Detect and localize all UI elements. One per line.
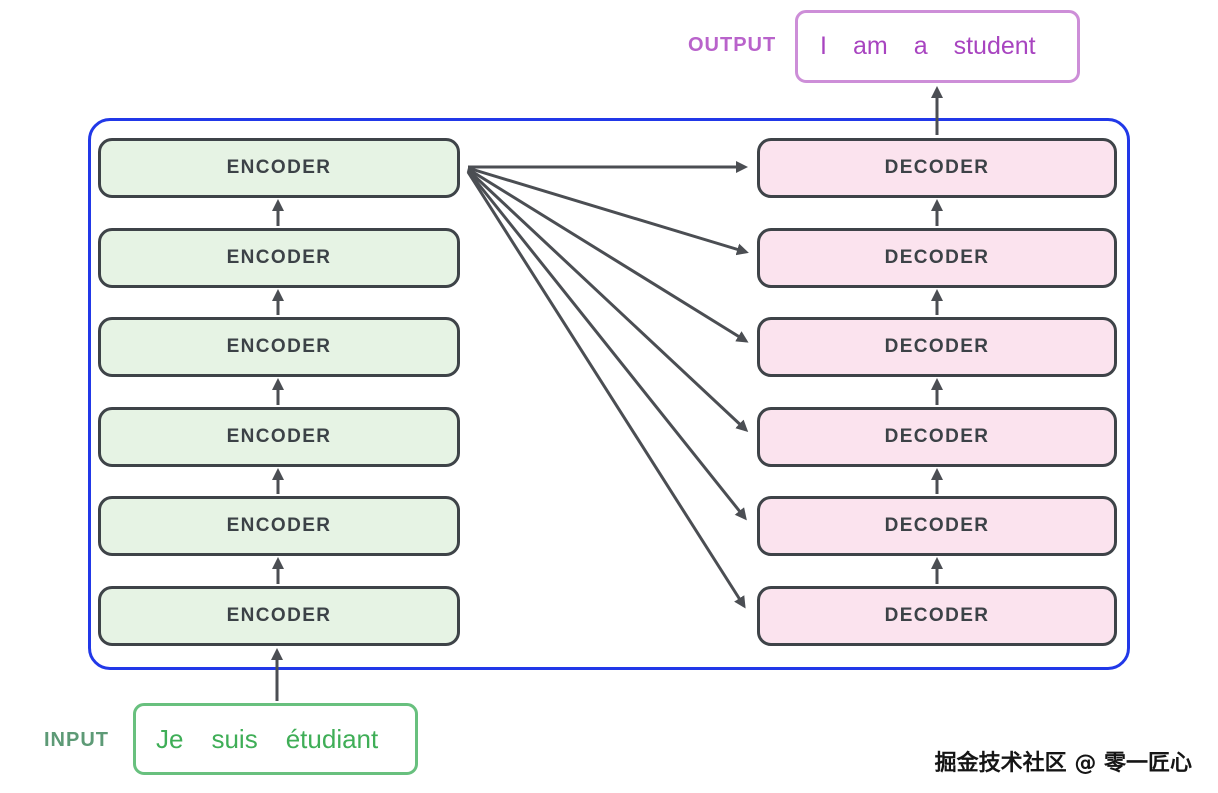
encoder-label: ENCODER xyxy=(226,515,332,536)
watermark-text: 掘金技术社区 @ 零一匠心 xyxy=(934,751,1192,776)
encoder-box: ENCODER xyxy=(98,228,460,288)
decoder-label: DECODER xyxy=(884,515,990,536)
encoder-label: ENCODER xyxy=(226,426,332,447)
decoder-label: DECODER xyxy=(884,605,990,626)
decoder-box: DECODER xyxy=(757,317,1117,377)
decoder-box: DECODER xyxy=(757,407,1117,467)
output-box: I am a student xyxy=(795,10,1080,83)
encoder-box: ENCODER xyxy=(98,407,460,467)
encoder-label: ENCODER xyxy=(226,157,332,178)
decoder-box: DECODER xyxy=(757,496,1117,556)
output-word: I xyxy=(820,32,827,60)
encoder-box: ENCODER xyxy=(98,317,460,377)
input-word: suis xyxy=(211,723,258,754)
output-word: student xyxy=(953,32,1036,60)
output-word: am xyxy=(852,32,888,60)
encoder-box: ENCODER xyxy=(98,138,460,198)
decoder-label: DECODER xyxy=(884,157,990,178)
encoder-box: ENCODER xyxy=(98,496,460,556)
decoder-box: DECODER xyxy=(757,228,1117,288)
decoder-label: DECODER xyxy=(884,247,990,268)
encoder-label: ENCODER xyxy=(226,336,332,357)
input-box: Je suis étudiant xyxy=(133,703,418,775)
encoder-label: ENCODER xyxy=(226,605,332,626)
encoder-box: ENCODER xyxy=(98,586,460,646)
output-word: a xyxy=(913,32,928,60)
decoder-label: DECODER xyxy=(884,426,990,447)
encoder-label: ENCODER xyxy=(226,247,332,268)
decoder-box: DECODER xyxy=(757,138,1117,198)
input-word: Je xyxy=(156,723,184,754)
input-word: étudiant xyxy=(285,723,379,754)
decoder-label: DECODER xyxy=(884,336,990,357)
output-label: OUTPUT xyxy=(688,34,777,56)
input-label: INPUT xyxy=(44,729,109,751)
decoder-box: DECODER xyxy=(757,586,1117,646)
